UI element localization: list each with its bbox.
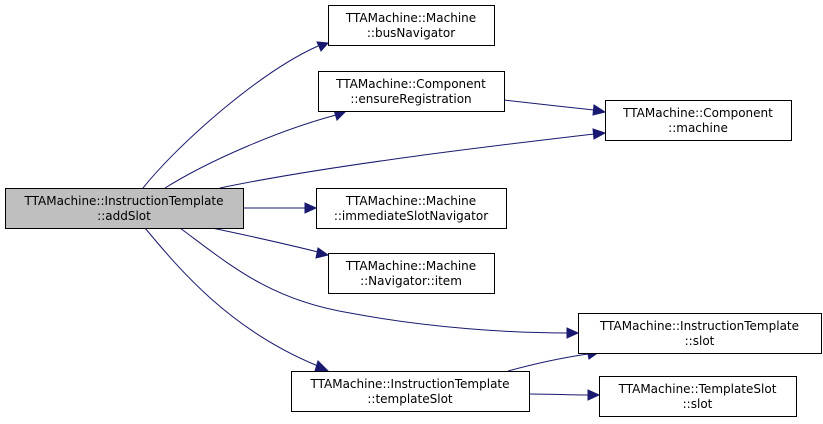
edge-line	[211, 227, 319, 253]
edge-line	[219, 133, 595, 189]
node-templateSlot[interactable]: TTAMachine::InstructionTemplate::templat…	[291, 371, 530, 412]
node-itSlot[interactable]: TTAMachine::InstructionTemplate::slot	[578, 313, 822, 354]
arrowhead	[566, 327, 580, 339]
node-label-line1: TTAMachine::Component	[335, 77, 486, 91]
node-label-line2: ::addSlot	[97, 209, 151, 223]
node-label-line1: TTAMachine::InstructionTemplate	[599, 319, 799, 333]
edge-line	[144, 227, 319, 367]
node-label-line1: TTAMachine::Component	[622, 106, 773, 120]
node-label-line2: ::slot	[683, 397, 713, 411]
node-label-line2: ::ensureRegistration	[350, 92, 471, 106]
edge-addSlot-to-templateSlot	[144, 227, 330, 372]
arrowhead	[592, 128, 607, 140]
node-label-line1: TTAMachine::Machine	[345, 259, 476, 273]
node-componentMachine[interactable]: TTAMachine::Component::machine	[605, 100, 792, 141]
edges-layer	[142, 41, 607, 401]
node-box[interactable]	[5, 188, 244, 229]
edge-addSlot-to-componentMachine	[219, 128, 607, 189]
node-immediateSlotNavigator[interactable]: TTAMachine::Machine::immediateSlotNaviga…	[316, 188, 507, 229]
node-box[interactable]	[599, 376, 797, 417]
node-box[interactable]	[605, 100, 792, 141]
node-label-line2: ::immediateSlotNavigator	[334, 209, 488, 223]
arrowhead	[314, 360, 330, 372]
edge-line	[179, 227, 568, 334]
node-label-line2: ::slot	[685, 334, 715, 348]
edge-ensureRegistration-to-componentMachine	[503, 99, 607, 116]
nodes-layer: TTAMachine::InstructionTemplate::addSlot…	[5, 5, 822, 417]
node-label-line1: TTAMachine::InstructionTemplate	[23, 194, 223, 208]
edge-addSlot-to-navigatorItem	[211, 227, 330, 259]
edge-addSlot-to-ensureRegistration	[164, 109, 348, 189]
node-label-line2: ::Navigator::item	[360, 274, 462, 288]
node-box[interactable]	[316, 188, 507, 229]
edge-addSlot-to-busNavigator	[142, 41, 330, 189]
edge-line	[507, 353, 589, 372]
arrowhead	[315, 247, 330, 259]
arrowhead	[587, 389, 601, 401]
edge-line	[164, 114, 337, 189]
node-label-line1: TTAMachine::TemplateSlot	[618, 382, 777, 396]
edge-line	[528, 393, 589, 396]
node-label-line2: ::machine	[668, 121, 728, 135]
edge-addSlot-to-immediateSlotNavigator	[243, 202, 318, 214]
node-box[interactable]	[291, 371, 530, 412]
node-label-line2: ::busNavigator	[367, 26, 455, 40]
node-busNavigator[interactable]: TTAMachine::Machine::busNavigator	[328, 5, 495, 46]
node-tsSlot[interactable]: TTAMachine::TemplateSlot::slot	[599, 376, 797, 417]
edge-line	[503, 99, 595, 111]
node-box[interactable]	[328, 5, 495, 46]
arrowhead	[316, 41, 330, 52]
node-box[interactable]	[328, 253, 495, 294]
edge-line	[142, 45, 319, 189]
node-ensureRegistration[interactable]: TTAMachine::Component::ensureRegistratio…	[318, 71, 505, 112]
node-navigatorItem[interactable]: TTAMachine::Machine::Navigator::item	[328, 253, 495, 294]
node-label-line1: TTAMachine::Machine	[345, 194, 476, 208]
node-label-line1: TTAMachine::InstructionTemplate	[309, 377, 509, 391]
node-box[interactable]	[578, 313, 822, 354]
arrowhead	[592, 104, 607, 116]
edge-templateSlot-to-tsSlot	[528, 389, 601, 401]
edge-addSlot-to-itSlot	[179, 227, 580, 339]
arrowhead	[304, 202, 318, 214]
node-label-line1: TTAMachine::Machine	[345, 11, 476, 25]
node-addSlot[interactable]: TTAMachine::InstructionTemplate::addSlot	[5, 188, 244, 229]
node-label-line2: ::templateSlot	[367, 392, 453, 406]
node-box[interactable]	[318, 71, 505, 112]
